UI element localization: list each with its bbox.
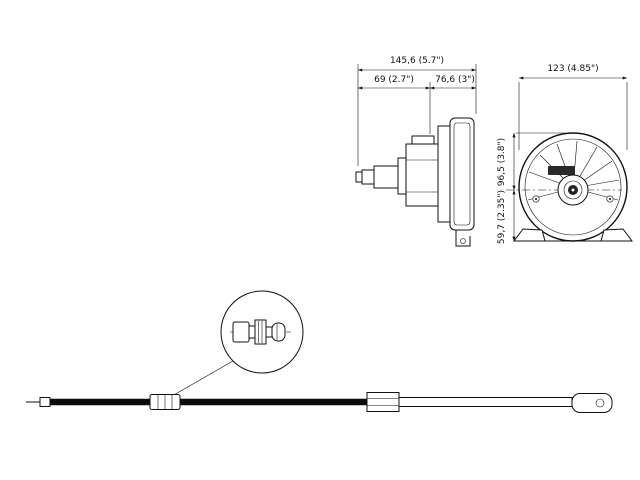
helm-front-view	[506, 132, 633, 242]
mounting-foot-left	[513, 228, 546, 242]
hub-center-dot	[571, 188, 575, 192]
cable-assembly	[26, 392, 613, 413]
dim-front-width: 123 (4.85")	[547, 64, 598, 74]
brand-label	[548, 166, 575, 175]
housing-body	[405, 143, 439, 207]
output-rod	[398, 397, 573, 407]
mounting-foot-right	[600, 228, 633, 242]
cable-end-ferrule	[39, 397, 51, 407]
housing-cap	[411, 135, 435, 145]
dim-lower-height: 59,7 (2.35")	[497, 190, 507, 244]
dim-upper-height: 96,5 (3.8")	[497, 138, 507, 186]
connector-tip	[271, 322, 286, 342]
dim-left-width: 69 (2.7")	[374, 75, 414, 85]
helm-side-view	[355, 117, 475, 247]
mounting-bezel	[449, 117, 475, 231]
steering-shaft	[373, 165, 399, 189]
detail-leader-line	[171, 360, 234, 397]
dimensions-front-view: 123 (4.85") 96,5 (3.8") 59,7 (2.35")	[497, 64, 628, 244]
connector-detail	[171, 290, 304, 397]
screw-left-dot	[535, 198, 537, 200]
housing-rim	[437, 125, 451, 223]
housing-step	[397, 157, 407, 195]
connector-flange	[248, 325, 256, 339]
dim-right-width: 76,6 (3")	[435, 75, 475, 85]
connector-body	[254, 319, 267, 345]
hex-nut-fitting	[366, 392, 400, 412]
screw-right-dot	[609, 198, 611, 200]
dimensions-side-view: 145,6 (5.7") 69 (2.7") 76,6 (3")	[357, 56, 477, 166]
rod-end-eye	[571, 393, 613, 413]
lower-bracket	[455, 230, 471, 247]
bracket-bolt	[460, 238, 466, 244]
shaft-step	[361, 169, 375, 185]
shaft-end-cap	[355, 171, 363, 183]
connector-neck	[265, 326, 273, 338]
connector-base	[232, 321, 250, 343]
rod-end-hole	[595, 398, 605, 408]
housing-inner-circle	[524, 138, 622, 236]
dim-overall-width: 145,6 (5.7")	[390, 56, 444, 66]
bezel-inner-line	[453, 122, 471, 226]
